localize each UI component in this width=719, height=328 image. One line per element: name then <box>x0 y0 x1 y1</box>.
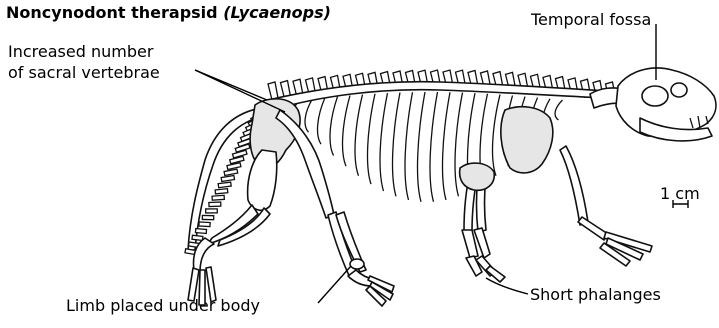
tail-vertebra <box>221 176 234 182</box>
rib <box>355 95 362 176</box>
rib <box>418 92 425 202</box>
temporal-fossa-opening <box>642 86 668 106</box>
tail-vertebra <box>227 163 241 170</box>
scapula <box>501 107 553 173</box>
scale-bar <box>673 200 688 208</box>
rib <box>318 98 325 145</box>
rib <box>368 94 375 184</box>
tail-vertebra <box>212 195 224 200</box>
rib <box>393 93 400 197</box>
tail-vertebra <box>218 182 231 188</box>
skull <box>616 68 716 141</box>
tail-vertebra <box>199 222 210 227</box>
tail-vertebra <box>215 189 228 194</box>
rib <box>443 92 450 200</box>
tail-vertebra <box>192 235 203 240</box>
forelimb <box>460 146 652 282</box>
rib <box>380 93 387 191</box>
rib <box>305 99 312 132</box>
tail-vertebra <box>195 229 206 234</box>
tail-vertebra <box>206 209 218 213</box>
rib <box>330 97 337 156</box>
tail-vertebra <box>230 156 244 163</box>
tail-vertebra <box>209 202 221 206</box>
orbit <box>671 83 687 97</box>
tail-vertebra <box>202 215 213 219</box>
rib <box>405 92 412 200</box>
rib <box>343 95 350 166</box>
rib <box>493 95 500 176</box>
rib <box>555 100 562 120</box>
rib <box>430 92 437 202</box>
tail-vertebra <box>224 169 238 175</box>
